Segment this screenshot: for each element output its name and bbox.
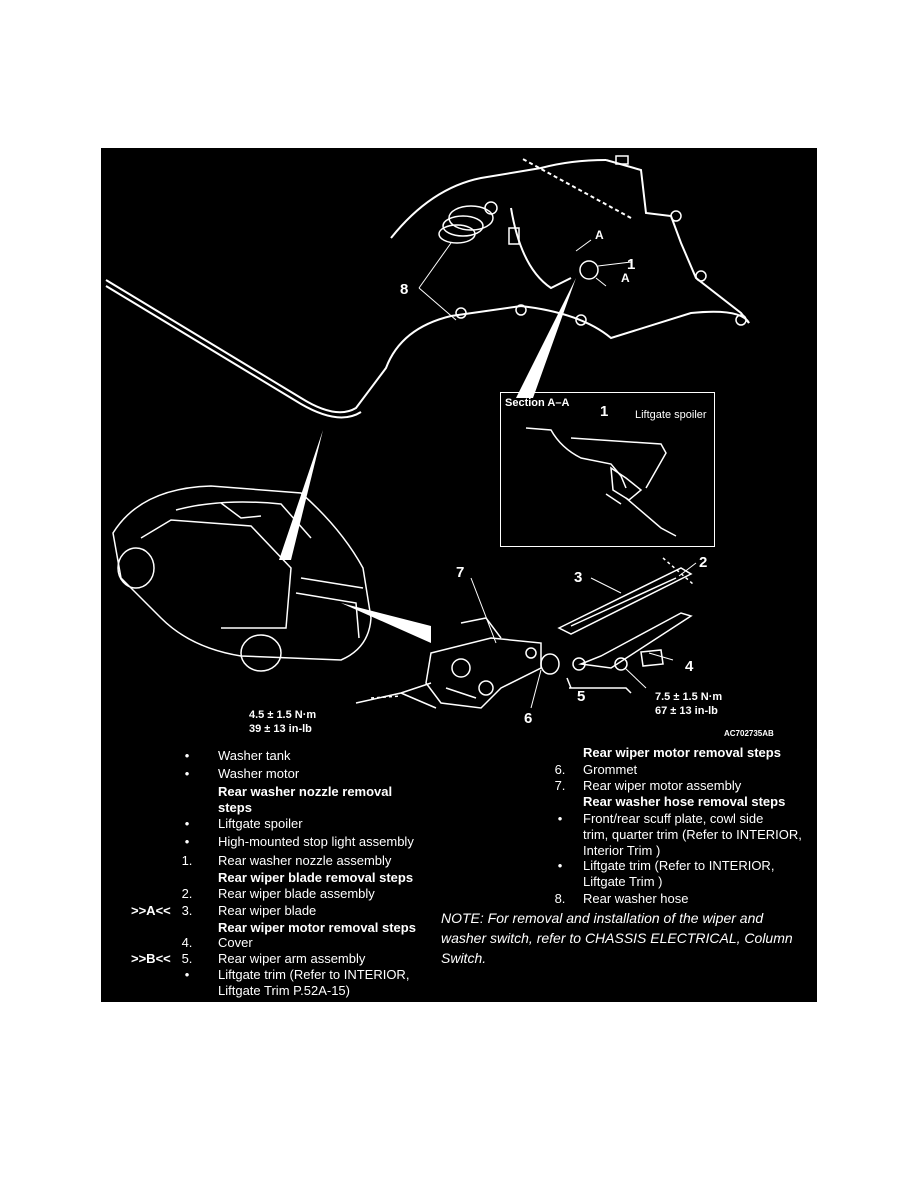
cover bbox=[640, 649, 664, 667]
view-cone-car bbox=[279, 430, 323, 560]
figure-panel: 1 8 A A Section A–A 1 Liftgate spoiler 7… bbox=[101, 148, 817, 1002]
liftgate-spoiler-label: Liftgate spoiler bbox=[635, 409, 707, 421]
section-a-a-box: Section A–A 1 Liftgate spoiler bbox=[500, 392, 715, 547]
item-text: Cover bbox=[218, 935, 253, 950]
view-cone-motor bbox=[341, 603, 431, 643]
vehicle-outline bbox=[112, 485, 372, 672]
item-number: 3. bbox=[181, 903, 193, 918]
item-number: 7. bbox=[554, 778, 566, 793]
item-number: • bbox=[557, 811, 563, 826]
section-title: Section A–A bbox=[505, 397, 570, 409]
item-text: Liftgate trim (Refer to INTERIOR, Liftga… bbox=[218, 967, 410, 998]
view-cone-section bbox=[516, 278, 576, 398]
washer-hose bbox=[105, 279, 750, 414]
exploded-diagram bbox=[105, 155, 750, 709]
torque-arm-imperial: 67 ± 13 in-lb bbox=[655, 705, 718, 717]
item-text: High-mounted stop light assembly bbox=[218, 834, 414, 849]
item-number: • bbox=[557, 858, 563, 873]
wiper-blade bbox=[557, 567, 693, 635]
section-heading: Rear washer nozzle removal steps bbox=[218, 784, 393, 815]
note-text: NOTE: For removal and installation of th… bbox=[441, 910, 793, 966]
torque-arm-metric: 7.5 ± 1.5 N·m bbox=[655, 691, 723, 703]
torque-motor-imperial: 39 ± 13 in-lb bbox=[249, 723, 312, 735]
section-detail bbox=[525, 427, 677, 537]
section-arrow-a-top: A bbox=[595, 228, 604, 242]
torque-spec-motor: 4.5 ± 1.5 N·m 39 ± 13 in-lb bbox=[249, 708, 316, 736]
service-marker: >>A<< bbox=[131, 903, 171, 918]
torque-motor-metric: 4.5 ± 1.5 N·m bbox=[249, 709, 317, 721]
item-text: Liftgate trim (Refer to INTERIOR, Liftga… bbox=[583, 858, 775, 889]
item-text: Washer tank bbox=[218, 748, 291, 763]
item-text: Front/rear scuff plate, cowl side trim, … bbox=[583, 811, 802, 858]
item-number: 4. bbox=[181, 935, 193, 950]
item-number: • bbox=[184, 967, 190, 982]
grommet bbox=[540, 653, 560, 675]
item-number: 6. bbox=[554, 762, 566, 777]
item-text: Rear wiper motor assembly bbox=[583, 778, 742, 793]
item-number: 8. bbox=[554, 891, 566, 906]
item-text: Washer motor bbox=[218, 766, 300, 781]
section-heading: Rear washer hose removal steps bbox=[583, 794, 786, 809]
item-text: Rear washer nozzle assembly bbox=[218, 853, 392, 868]
figure-code: AC702735AB bbox=[724, 729, 774, 738]
item-text: Liftgate spoiler bbox=[218, 816, 303, 831]
section-arrow-a-bottom: A bbox=[621, 271, 630, 285]
section-callout-1: 1 bbox=[600, 403, 609, 420]
item-number: • bbox=[184, 816, 190, 831]
item-number: 5. bbox=[181, 951, 193, 966]
section-heading: Rear wiper blade removal steps bbox=[218, 870, 414, 885]
callout-1: 1 bbox=[627, 256, 636, 273]
callout-4: 4 bbox=[685, 658, 694, 675]
item-text: Rear wiper arm assembly bbox=[218, 951, 366, 966]
item-number: 2. bbox=[181, 886, 193, 901]
torque-spec-arm: 7.5 ± 1.5 N·m 67 ± 13 in-lb bbox=[655, 690, 722, 718]
item-text: Rear wiper blade bbox=[218, 903, 317, 918]
item-number: • bbox=[184, 766, 190, 781]
item-number: 1. bbox=[181, 853, 193, 868]
wiper-arm bbox=[578, 612, 693, 669]
wiper-motor bbox=[355, 617, 542, 709]
callout-6: 6 bbox=[524, 710, 533, 727]
section-heading: Rear wiper motor removal steps bbox=[218, 920, 416, 935]
callout-2: 2 bbox=[699, 554, 708, 571]
item-text: Rear wiper blade assembly bbox=[218, 886, 375, 901]
callout-7: 7 bbox=[456, 564, 465, 581]
item-number: • bbox=[184, 834, 190, 849]
item-text: Rear washer hose bbox=[583, 891, 689, 906]
service-marker: >>B<< bbox=[131, 951, 171, 966]
item-text: Grommet bbox=[583, 762, 638, 777]
callout-5: 5 bbox=[577, 688, 586, 705]
section-heading: Rear wiper motor removal steps bbox=[583, 745, 781, 760]
callout-8: 8 bbox=[400, 281, 409, 298]
item-number: • bbox=[184, 748, 190, 763]
callout-3: 3 bbox=[574, 569, 583, 586]
